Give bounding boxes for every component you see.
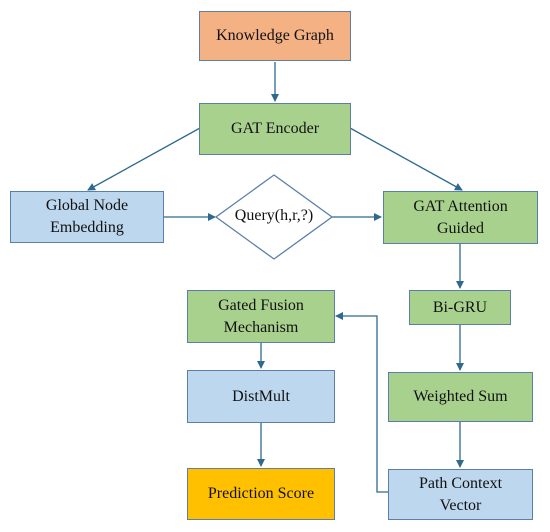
edge-gat-encoder-to-attention-guided (349, 127, 463, 191)
path-context-vector-node: Path Context Vector (388, 469, 533, 520)
global-node-embedding-node: Global Node Embedding (10, 191, 164, 243)
edge-path-context-to-gated-fusion (335, 312, 388, 493)
gat-encoder-node: GAT Encoder (199, 103, 351, 155)
gat-encoder-label: GAT Encoder (230, 120, 320, 137)
weighted-sum-label: Weighted Sum (413, 388, 508, 405)
knowledge-graph-node: Knowledge Graph (199, 11, 351, 61)
weighted-sum-node: Weighted Sum (388, 372, 533, 422)
gated-fusion-mechanism-label: Gated Fusion Mechanism (218, 296, 304, 336)
prediction-score-label: Prediction Score (207, 485, 315, 502)
query-label: Query(h,r,?) (234, 207, 314, 224)
bi-gru-node: Bi-GRU (409, 290, 511, 325)
distmult-node: DistMult (187, 370, 335, 423)
query-diamond (214, 174, 334, 260)
edge-gat-encoder-to-global-embedding (87, 127, 201, 191)
distmult-label: DistMult (232, 387, 290, 405)
global-node-embedding-label: Global Node Embedding (45, 197, 129, 236)
prediction-score-node: Prediction Score (187, 468, 335, 520)
gat-attention-guided-label: GAT Attention Guided (413, 197, 508, 237)
gated-fusion-mechanism-node: Gated Fusion Mechanism (187, 290, 335, 343)
path-context-vector-label: Path Context Vector (418, 474, 503, 514)
knowledge-graph-label: Knowledge Graph (216, 27, 334, 44)
bi-gru-label: Bi-GRU (432, 298, 488, 316)
gat-attention-guided-node: GAT Attention Guided (383, 191, 538, 244)
